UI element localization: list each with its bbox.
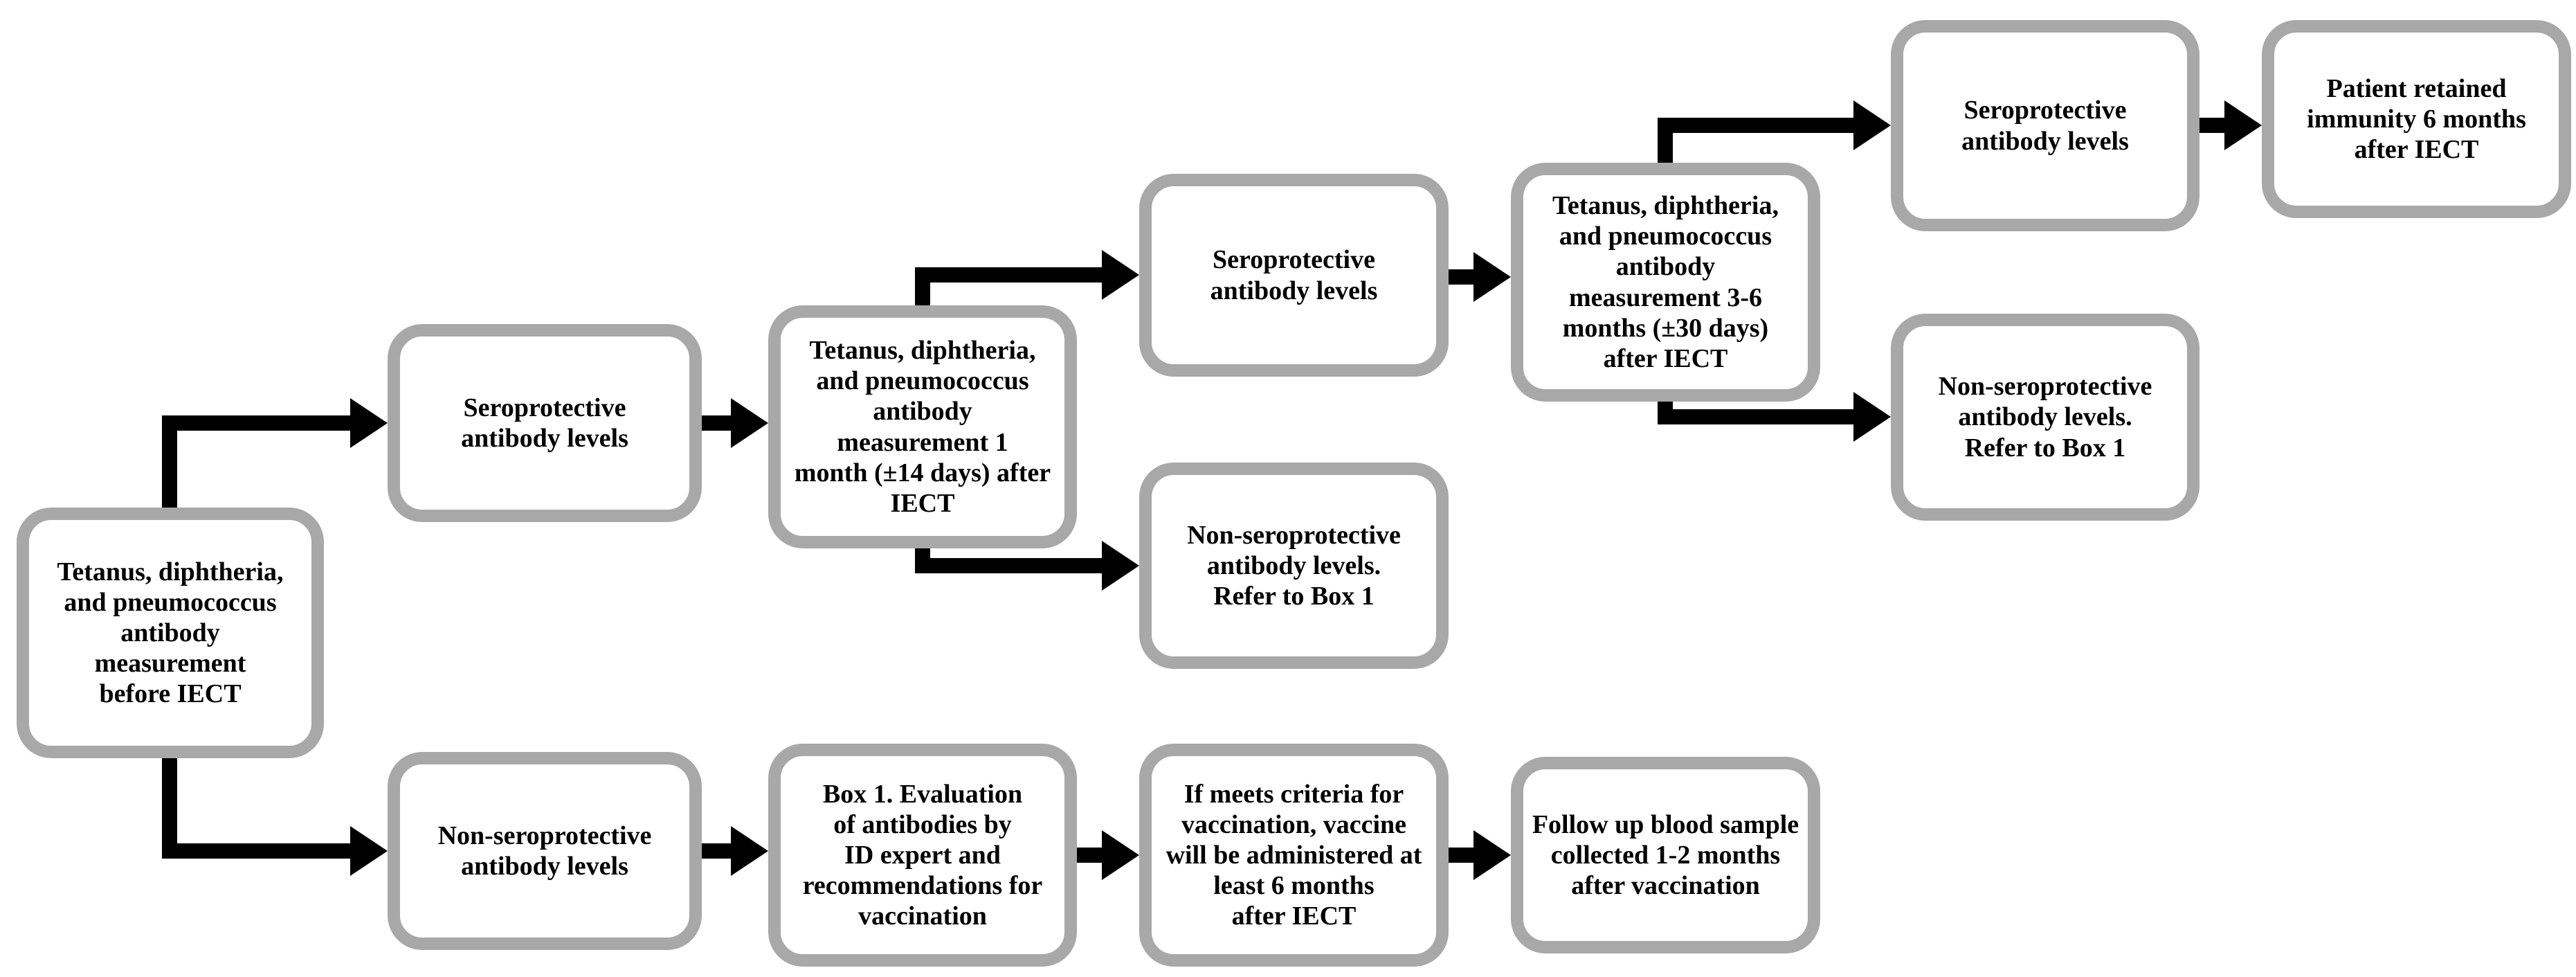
node-seroprotective-1-label: Seroprotective antibody levels (461, 393, 628, 453)
arrowhead-right-icon (1853, 100, 1891, 150)
node-measure-3-6-months-label: Tetanus, diphtheria, and pneumococcus an… (1552, 191, 1779, 373)
edge-nonsero1-box1-segment (702, 843, 732, 859)
node-nonseroprotective-refer-1: Non-seroprotective antibody levels. Refe… (1139, 463, 1449, 669)
edge-before-iect-nonsero1-segment (162, 843, 350, 859)
arrowhead-right-icon (1853, 392, 1891, 442)
node-box1-evaluation: Box 1. Evaluation of antibodies by ID ex… (768, 744, 1077, 967)
edge-before-iect-nonsero1-segment (162, 758, 177, 859)
node-seroprotective-2: Seroprotective antibody levels (1139, 174, 1449, 377)
arrowhead-right-icon (350, 826, 388, 876)
node-nonseroprotective-refer-2: Non-seroprotective antibody levels. Refe… (1891, 314, 2199, 521)
edge-criteria-followup-segment (1449, 848, 1475, 863)
edge-sero3-retained-segment (2199, 118, 2226, 133)
node-measure-3-6-months: Tetanus, diphtheria, and pneumococcus an… (1511, 163, 1820, 402)
node-before-iect-label: Tetanus, diphtheria, and pneumococcus an… (57, 557, 284, 709)
node-measure-1-month: Tetanus, diphtheria, and pneumococcus an… (768, 305, 1077, 548)
node-measure-1-month-label: Tetanus, diphtheria, and pneumococcus an… (794, 336, 1051, 518)
edge-before-iect-sero1-segment (162, 415, 177, 508)
node-nonseroprotective-refer-1-label: Non-seroprotective antibody levels. Refe… (1187, 520, 1401, 611)
arrowhead-right-icon (1102, 541, 1139, 591)
edge-before-iect-sero1-segment (162, 415, 350, 431)
edge-sero1-measure1mo-segment (702, 415, 732, 431)
node-seroprotective-3: Seroprotective antibody levels (1891, 20, 2199, 231)
node-before-iect: Tetanus, diphtheria, and pneumococcus an… (17, 508, 324, 758)
node-seroprotective-3-label: Seroprotective antibody levels (1961, 96, 2129, 156)
arrowhead-right-icon (2224, 100, 2262, 150)
arrowhead-right-icon (1473, 830, 1511, 880)
edge-box1-criteria-segment (1077, 848, 1103, 863)
arrowhead-right-icon (1102, 830, 1139, 880)
node-vaccination-criteria-label: If meets criteria for vaccination, vacci… (1165, 779, 1422, 931)
node-retained-immunity-label: Patient retained immunity 6 months after… (2307, 73, 2526, 165)
node-followup-sample-label: Follow up blood sample collected 1-2 mon… (1532, 809, 1799, 901)
arrowhead-right-icon (350, 398, 388, 448)
node-vaccination-criteria: If meets criteria for vaccination, vacci… (1139, 744, 1449, 967)
edge-measure1mo-sero2-segment (915, 267, 1102, 283)
arrowhead-right-icon (731, 398, 768, 448)
arrowhead-right-icon (1473, 252, 1511, 302)
node-nonseroprotective-1: Non-seroprotective antibody levels (388, 752, 702, 950)
arrowhead-right-icon (1102, 250, 1139, 300)
node-seroprotective-2-label: Seroprotective antibody levels (1210, 245, 1378, 305)
node-nonseroprotective-1-label: Non-seroprotective antibody levels (437, 821, 652, 881)
node-seroprotective-1: Seroprotective antibody levels (388, 324, 702, 522)
edge-measure1mo-nonsero-refer1-segment (915, 558, 1102, 573)
edge-measure36mo-nonsero-refer2-segment (1658, 409, 1853, 424)
edge-measure36mo-sero3-segment (1658, 118, 1853, 133)
node-retained-immunity: Patient retained immunity 6 months after… (2262, 20, 2571, 218)
edge-sero2-measure36mo-segment (1449, 269, 1475, 285)
node-nonseroprotective-refer-2-label: Non-seroprotective antibody levels. Refe… (1938, 372, 2152, 463)
node-box1-evaluation-label: Box 1. Evaluation of antibodies by ID ex… (802, 779, 1043, 931)
arrowhead-right-icon (731, 826, 768, 876)
node-followup-sample: Follow up blood sample collected 1-2 mon… (1511, 757, 1820, 953)
